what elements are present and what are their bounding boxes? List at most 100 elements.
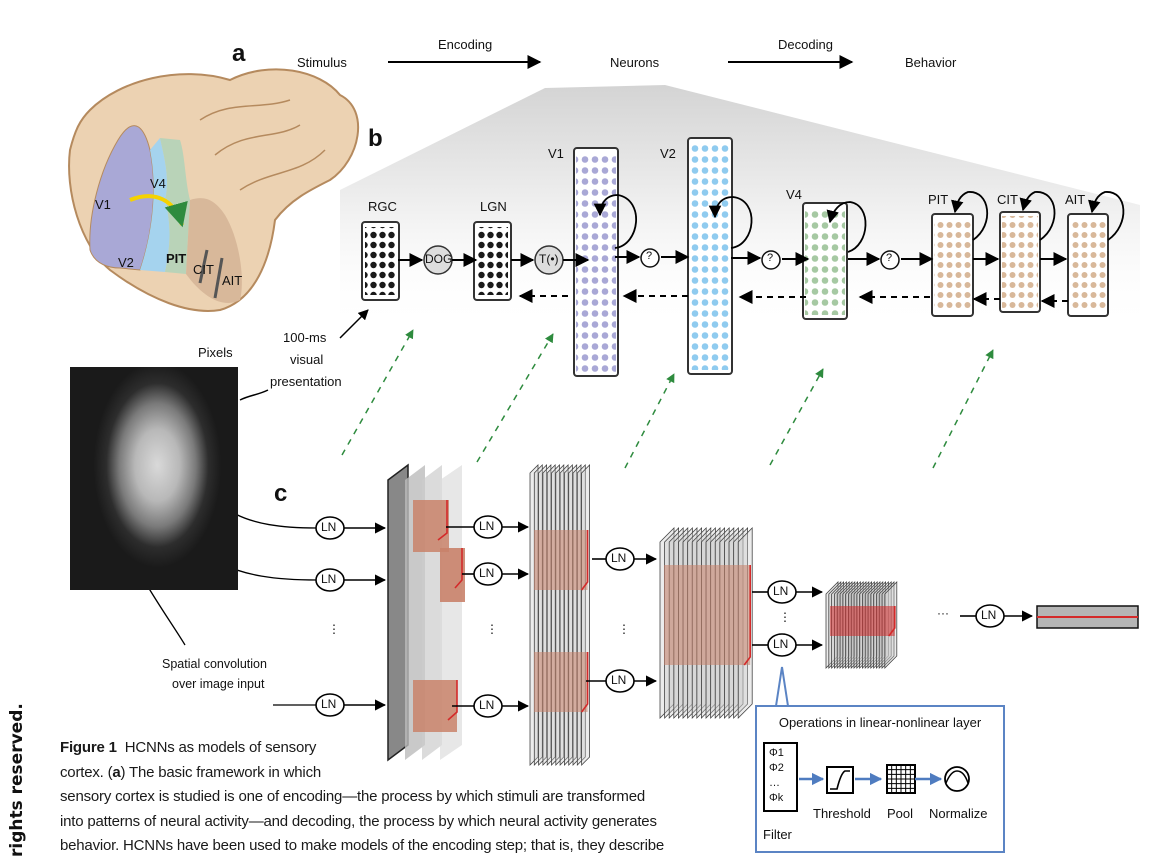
presentation-note-line3: presentation: [270, 374, 342, 389]
monkey-brain: [68, 68, 359, 312]
step-label-pool: Pool: [887, 806, 914, 821]
ellipsis-vertical: ⋮: [486, 622, 498, 636]
stage-label-rgc: RGC: [368, 199, 397, 214]
conv-stack-1: [387, 463, 465, 762]
ops-box-title: Operations in linear-nonlinear layer: [778, 715, 982, 730]
feedback-arrows: [518, 289, 1068, 308]
feedforward-arrows: [398, 250, 1068, 267]
threshold-icon: [826, 766, 854, 794]
stimulus-label: Stimulus: [297, 55, 347, 70]
presentation-note-line2: visual: [290, 352, 324, 367]
figure-number: Figure 1: [60, 739, 117, 756]
stage-label-v2: V2: [660, 146, 676, 161]
neurons-label: Neurons: [610, 55, 660, 70]
panel-c-label: c: [274, 480, 288, 507]
pit-layer: [931, 213, 974, 317]
ops-box-icons: [763, 742, 970, 812]
rgc-layer: [361, 221, 400, 301]
unknown-operator-1: [640, 248, 660, 268]
decoding-label: Decoding: [778, 37, 833, 52]
caption-title: HCNNs as models of sensory: [124, 739, 317, 756]
step-label-filter: Filter: [763, 827, 792, 842]
caption-line-2: cortex. (a) The basic framework in which: [60, 761, 750, 786]
caption-text: cortex. (: [60, 763, 113, 781]
threshold-operator-label: T(•): [539, 252, 559, 266]
ln-node-label: LN: [479, 698, 495, 712]
feature-region: [664, 565, 751, 665]
normalize-icon: [944, 766, 970, 792]
ln-node-label: LN: [321, 520, 337, 534]
unknown-operator-3: [880, 250, 900, 270]
step-label-normalize: Normalize: [929, 806, 988, 821]
filter-edge: [580, 530, 589, 591]
spatial-note-line2: over image input: [172, 677, 265, 691]
caption-line-3: sensory cortex is studied is one of enco…: [60, 788, 645, 805]
ln-layer-3: [586, 547, 658, 693]
lgn-layer: [473, 221, 512, 301]
copyright-side-note: rights reserved.: [7, 703, 27, 857]
filter-item: Φ1: [769, 747, 784, 759]
feature-map-sheet: [581, 464, 590, 766]
unknown-operator-2: [761, 250, 781, 270]
pool-grid-icon: [886, 764, 916, 794]
v4-layer: [802, 202, 848, 320]
brain-label-v4: V4: [150, 176, 166, 191]
caption-line-1: Figure 1 HCNNs as models of sensory: [60, 736, 750, 761]
caption-panel-ref: a: [112, 763, 121, 781]
stage-label-cit: CIT: [997, 192, 1018, 207]
stage-label-v4: V4: [786, 187, 802, 202]
recurrent-loops: [593, 191, 1125, 253]
ln-node-label: LN: [321, 572, 337, 586]
dog-operator-label: DOG: [425, 252, 453, 266]
stage-label-pit: PIT: [928, 192, 949, 207]
ops-callout: [755, 666, 1005, 707]
unknown-operator-3-label: ?: [886, 252, 893, 264]
ln-node-label: LN: [773, 637, 789, 651]
presentation-pointer: [239, 389, 269, 401]
filter-item: Φ2: [769, 762, 784, 774]
input-portrait-image: [70, 367, 238, 590]
conv-stack-2: [529, 464, 590, 766]
ln-node-label: LN: [321, 697, 337, 711]
encoding-label: Encoding: [438, 37, 493, 52]
feature-region: [830, 606, 895, 636]
ln-node-label: LN: [611, 551, 627, 565]
conv-stack-3: [659, 527, 753, 719]
step-label-threshold: Threshold: [813, 806, 871, 821]
ln-layer-1: [315, 516, 387, 717]
filter-edge: [888, 606, 896, 637]
filter-edge: [580, 652, 589, 713]
ellipsis-vertical: ⋮: [779, 610, 791, 624]
ellipsis-vertical: ⋮: [618, 622, 630, 636]
brain-label-ait: AIT: [222, 273, 243, 288]
ln-node-label: LN: [981, 608, 997, 622]
filter-bank-icon: [763, 742, 798, 812]
filter-list: Φ1 Φ2 … Φk: [769, 746, 784, 806]
stage-label-v1: V1: [548, 146, 564, 161]
ait-layer: [1067, 213, 1109, 317]
figure-caption: Figure 1 HCNNs as models of sensory cort…: [60, 736, 750, 859]
ln-operations-box: Operations in linear-nonlinear layer Φ1 …: [755, 705, 1005, 853]
brain-label-v1: V1: [95, 197, 111, 212]
ln-layer-final: [960, 604, 1034, 628]
presentation-arrow: [339, 309, 369, 339]
brain-label-cit: CIT: [193, 262, 214, 277]
model-to-brain-mapping-arrows: [341, 329, 994, 469]
ellipsis-vertical: ⋮: [328, 622, 340, 636]
stage-label-ait: AIT: [1065, 192, 1086, 207]
spatial-note-line1: Spatial convolution: [162, 657, 267, 671]
ln-node-label: LN: [611, 673, 627, 687]
panel-b-label: b: [368, 125, 383, 152]
ln-node-label: LN: [479, 519, 495, 533]
panel-a-label: a: [232, 40, 246, 67]
caption-text: ) The basic framework in which: [120, 763, 322, 781]
output-layer: [1036, 605, 1139, 629]
presentation-note-line1: 100-ms: [283, 330, 327, 345]
ln-layer-2: [446, 515, 530, 718]
caption-line-5: behavior. HCNNs have been used to make m…: [60, 837, 665, 854]
caption-line-4: into patterns of neural activity—and dec…: [60, 812, 657, 830]
feature-region: [534, 652, 588, 712]
stage-label-lgn: LGN: [480, 199, 507, 214]
filter-item: …: [769, 777, 780, 789]
